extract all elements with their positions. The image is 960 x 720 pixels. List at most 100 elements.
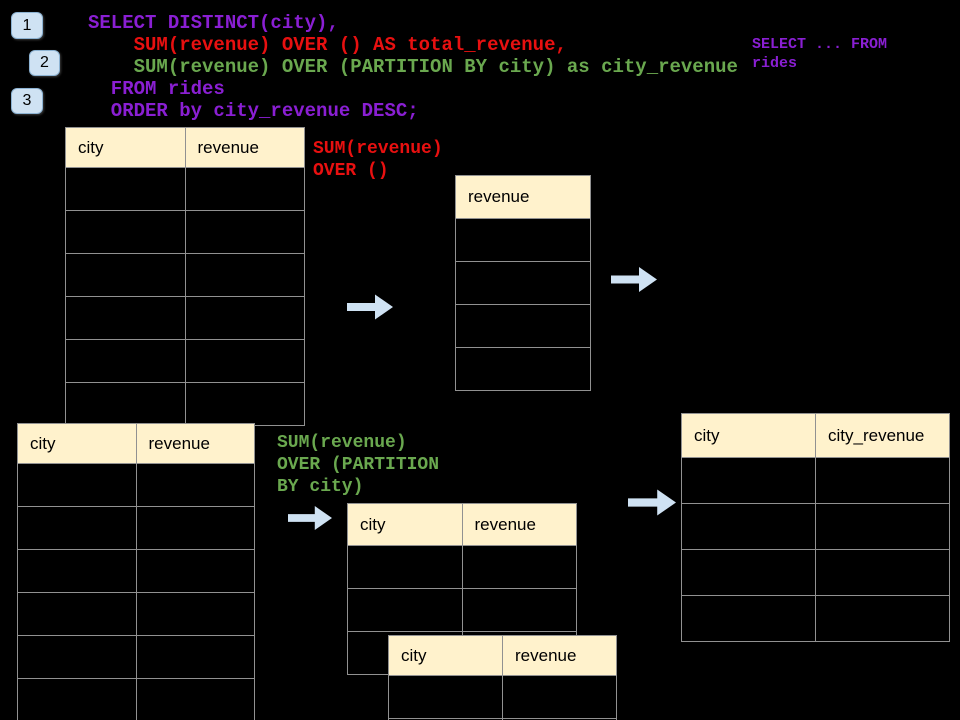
column-header: revenue [461,503,577,546]
table-cell [388,675,503,719]
column-header: city_revenue [815,413,950,458]
table-cell [815,595,950,642]
table-row [455,347,591,391]
table-cell [17,678,137,720]
arrow-right-icon [288,506,332,530]
column-header: revenue [455,175,591,219]
column-header: revenue [184,127,305,168]
sql-code-block: SELECT DISTINCT(city), SUM(revenue) OVER… [88,12,738,122]
table-row [17,592,255,636]
table-cell [65,382,186,426]
table-cell [502,718,617,720]
column-header: city [65,127,186,168]
table-row [347,545,577,589]
table-cell [184,167,305,211]
table-cell [17,506,137,550]
table-cell [65,339,186,383]
table-row [17,678,255,720]
code-line: BY city) [277,477,364,497]
table-cell [347,545,463,589]
table-row [455,218,591,262]
table-row [17,635,255,679]
table-row [681,457,950,504]
table-cell [461,545,577,589]
code-line: rides [752,55,798,72]
table-row [388,675,617,719]
table-row [65,210,305,254]
table-cell [347,588,463,632]
table-cell [65,167,186,211]
table-cell [184,382,305,426]
table-cell [681,595,816,642]
table-cell [135,549,255,593]
table-row [388,718,617,720]
table-row [65,253,305,297]
table-cell [17,463,137,507]
code-line: SUM(revenue) [277,433,407,453]
code-line: SUM(revenue) OVER () AS total_revenue, [88,34,567,56]
table-cell [184,339,305,383]
table-cell [17,549,137,593]
table-cell [681,549,816,596]
code-line: SELECT ... FROM [752,36,888,53]
table-cell [455,304,591,348]
code-line: OVER () [313,161,389,181]
table-cell [815,503,950,550]
column-header: city [388,635,503,676]
table-cell [135,463,255,507]
table-row [681,595,950,642]
column-header: revenue [135,423,255,464]
table-cell [135,678,255,720]
table-cell [681,503,816,550]
table-row [17,463,255,507]
step-badge-3: 3 [11,88,43,114]
total-revenue-annotation: SUM(revenue)OVER () [313,138,443,182]
table-cell [681,457,816,504]
table-cell [17,635,137,679]
code-line: FROM rides [88,78,225,100]
table-cell [502,675,617,719]
table-row [455,304,591,348]
table-cell [455,261,591,305]
table-row [681,503,950,550]
table-row [65,167,305,211]
table-cell [135,592,255,636]
table-revenue-only: revenue [455,175,591,391]
code-line: SELECT DISTINCT(city), [88,12,339,34]
table-cell [455,218,591,262]
header-row: revenue [455,175,591,219]
code-line: ORDER by city_revenue DESC; [88,100,419,122]
table-cell [184,253,305,297]
step-badge-1: 1 [11,12,43,39]
arrow-right-icon [611,267,657,292]
table-row [681,549,950,596]
sql-snippet-note: SELECT ... FROM rides [752,35,887,73]
table-cell [815,457,950,504]
table-cell [184,296,305,340]
column-header: city [681,413,816,458]
column-header: revenue [502,635,617,676]
table-cell [135,635,255,679]
table-row [65,382,305,426]
column-header: city [347,503,463,546]
table-row [65,296,305,340]
column-header: city [17,423,137,464]
table-cell [65,253,186,297]
code-line: SUM(revenue) OVER (PARTITION BY city) as… [88,56,738,78]
table-row [65,339,305,383]
table-cell [184,210,305,254]
step-badge-2: 2 [29,50,60,76]
code-line: SUM(revenue) [313,139,443,159]
table-row [17,549,255,593]
table-cell [65,210,186,254]
